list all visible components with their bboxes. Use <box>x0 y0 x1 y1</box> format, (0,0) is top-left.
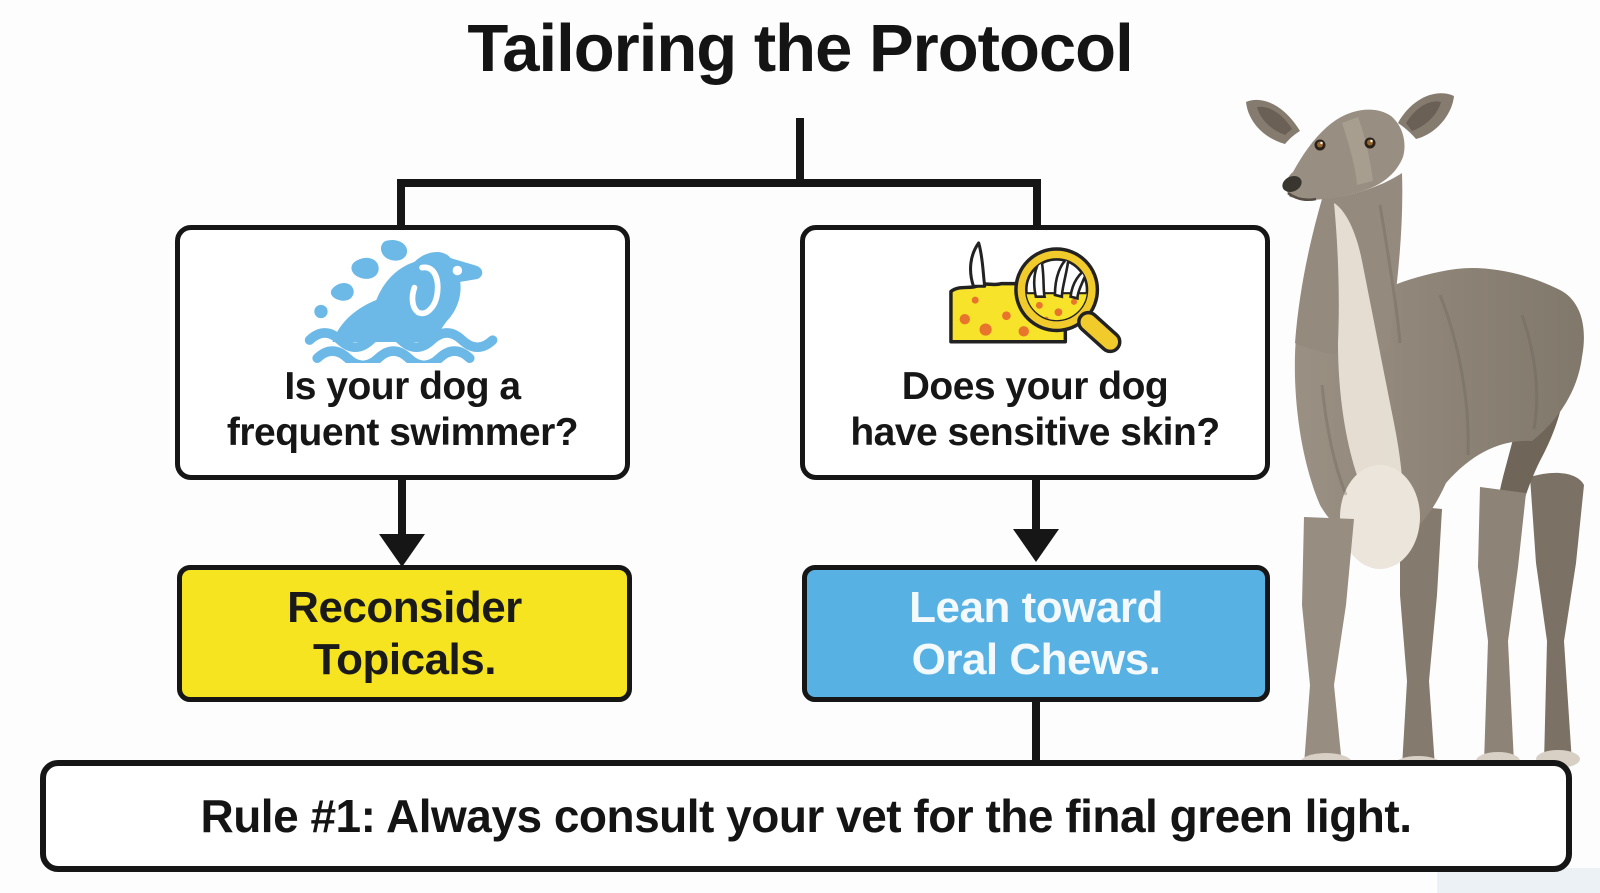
rule-banner: Rule #1: Always consult your vet for the… <box>40 760 1572 872</box>
skin-magnifier-icon <box>926 238 1144 364</box>
footer-strip <box>1437 868 1600 893</box>
outcome-line: Oral Chews. <box>911 634 1161 684</box>
page-title: Tailoring the Protocol <box>467 11 1133 86</box>
question-text-swimmer: Is your dog a frequent swimmer? <box>226 364 579 455</box>
question-line: Is your dog a <box>284 365 521 408</box>
question-line: Does your dog <box>901 365 1169 408</box>
question-line: have sensitive skin? <box>850 410 1220 454</box>
outcome-box-oral-chews: Lean toward Oral Chews. <box>802 565 1270 702</box>
outcome-text-topicals: Reconsider Topicals. <box>287 582 522 684</box>
question-text-sensitive-skin: Does your dog have sensitive skin? <box>850 364 1220 455</box>
outcome-line: Topicals. <box>313 634 496 684</box>
outcome-line: Reconsider <box>287 583 522 633</box>
greyhound-photo <box>1246 93 1584 774</box>
question-box-swimmer: Is your dog a frequent swimmer? <box>175 225 630 480</box>
right-arrow-head <box>1013 529 1059 562</box>
left-arrow-head <box>379 534 425 567</box>
outcome-text-oral-chews: Lean toward Oral Chews. <box>909 582 1163 684</box>
swimming-dog-icon <box>297 238 509 364</box>
question-line: frequent swimmer? <box>226 410 579 454</box>
outcome-box-topicals: Reconsider Topicals. <box>177 565 632 702</box>
outcome-line: Lean toward <box>909 583 1163 633</box>
rule-banner-text: Rule #1: Always consult your vet for the… <box>200 790 1412 842</box>
question-box-sensitive-skin: Does your dog have sensitive skin? <box>800 225 1270 480</box>
branch-line <box>397 179 1041 229</box>
